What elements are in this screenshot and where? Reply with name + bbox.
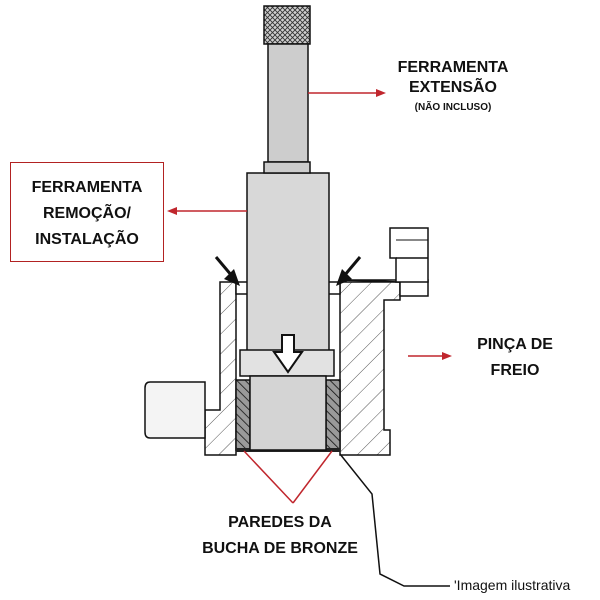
push-direction-arrow xyxy=(272,334,304,374)
extension-label-line2: EXTENSÃO xyxy=(408,79,497,96)
extension-knurled-handle xyxy=(263,5,311,45)
extension-label-note: (NÃO INCLUSO) xyxy=(414,102,492,113)
bushing-wall-right xyxy=(325,379,341,451)
brake-caliper-label: PINÇA DE FREIO xyxy=(460,332,570,384)
tool-label-line1: FERRAMENTA xyxy=(31,179,143,196)
extension-label-line1: FERRAMENTA xyxy=(397,59,509,76)
caliper-label-line1: PINÇA DE xyxy=(477,336,553,353)
caliper-left-section xyxy=(204,281,237,456)
tool-label-line3: INSTALAÇÃO xyxy=(35,231,139,248)
caliper-left-lug xyxy=(144,381,206,439)
bushing-label-line1: PAREDES DA xyxy=(228,514,332,531)
brake-caliper-body xyxy=(144,227,429,456)
bushing-wall-left xyxy=(235,379,251,451)
extension-shaft xyxy=(267,43,309,163)
removal-tool-label: FERRAMENTA REMOÇÃO/ INSTALAÇÃO xyxy=(10,175,164,253)
caliper-label-line2: FREIO xyxy=(490,362,540,379)
leader-lines xyxy=(167,89,452,504)
bushing-walls-label: PAREDES DA BUCHA DE BRONZE xyxy=(170,510,390,562)
illustrative-image-caption: 'Imagem ilustrativa xyxy=(454,577,571,593)
pointer-arrows xyxy=(214,256,362,286)
tool-label-box xyxy=(10,162,164,262)
caliper-right-section xyxy=(339,281,401,456)
tool-upper-body xyxy=(246,172,330,352)
caliper-bracket xyxy=(389,227,429,283)
pointer-arrow-right xyxy=(336,269,352,286)
tool-pilot xyxy=(249,375,327,451)
extension-base xyxy=(263,161,311,174)
extension-tool xyxy=(263,5,311,174)
caption-leader-line xyxy=(339,453,450,587)
tool-label-line2: REMOÇÃO/ xyxy=(43,205,131,222)
removal-installation-tool xyxy=(239,172,335,451)
bushing-label-line2: BUCHA DE BRONZE xyxy=(202,540,358,557)
extension-tool-label: FERRAMENTA EXTENSÃO (NÃO INCLUSO) xyxy=(378,58,528,115)
pointer-arrow-left xyxy=(224,269,240,286)
